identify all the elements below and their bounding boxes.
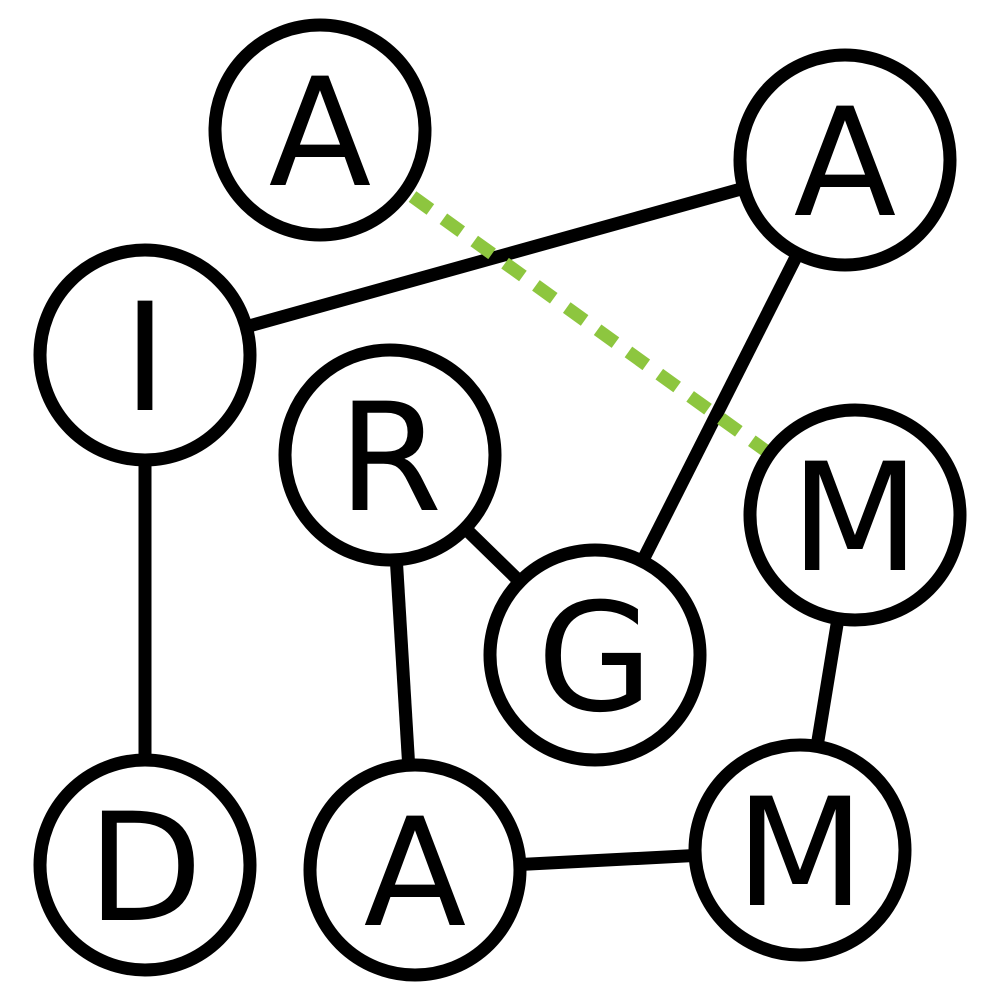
node-n3: I xyxy=(33,243,257,467)
node-n6: G xyxy=(483,543,707,767)
node-label: A xyxy=(269,47,372,221)
node-label: A xyxy=(794,77,897,251)
node-circle xyxy=(688,738,912,962)
node-n7: D xyxy=(33,753,257,977)
node-circle xyxy=(208,18,432,242)
node-label: M xyxy=(790,432,919,606)
node-n9: M xyxy=(688,738,912,962)
node-circle xyxy=(743,403,967,627)
node-circle xyxy=(278,343,502,567)
node-circle xyxy=(733,48,957,272)
node-circle xyxy=(483,543,707,767)
node-circle xyxy=(33,243,257,467)
node-n4: R xyxy=(278,343,502,567)
node-circle xyxy=(303,758,527,982)
node-label: A xyxy=(364,787,467,961)
node-label: G xyxy=(537,572,653,746)
node-label: I xyxy=(123,272,167,446)
node-label: R xyxy=(338,372,442,546)
node-n5: M xyxy=(743,403,967,627)
node-label: D xyxy=(87,782,203,956)
node-label: M xyxy=(735,767,864,941)
node-n1: A xyxy=(208,18,432,242)
edge-n3-n2 xyxy=(143,153,847,362)
node-n2: A xyxy=(733,48,957,272)
node-n8: A xyxy=(303,758,527,982)
node-circle xyxy=(33,753,257,977)
